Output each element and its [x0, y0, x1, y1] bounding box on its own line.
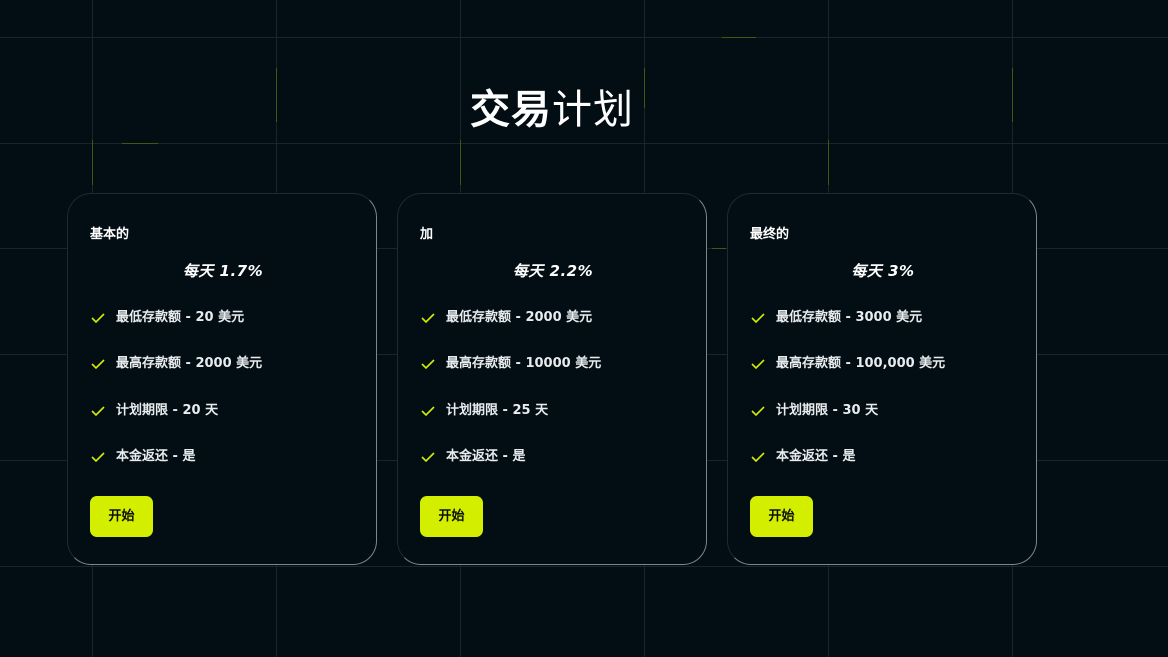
check-icon [751, 452, 765, 463]
plan-card-ultimate: 最终的 每天 3% 最低存款额 - 3000 美元 最高存款额 - 100,00… [727, 193, 1037, 565]
plan-card-plus: 加 每天 2.2% 最低存款额 - 2000 美元 最高存款额 - 10000 … [397, 193, 707, 565]
plan-feature-text: 本金返还 - 是 [446, 449, 526, 464]
grid-glow [460, 140, 461, 185]
grid-glow [92, 140, 93, 185]
plan-feature: 最高存款额 - 100,000 美元 [750, 354, 945, 374]
plan-feature: 最低存款额 - 2000 美元 [420, 308, 592, 328]
plan-feature-text: 本金返还 - 是 [776, 449, 856, 464]
grid-glow [1012, 68, 1013, 122]
check-icon [91, 452, 105, 463]
plan-feature: 最低存款额 - 20 美元 [90, 308, 244, 328]
plan-rate: 每天 3% [851, 262, 915, 280]
plan-feature: 最高存款额 - 10000 美元 [420, 354, 601, 374]
plan-feature: 计划期限 - 20 天 [90, 401, 218, 421]
plan-feature-text: 最低存款额 - 20 美元 [116, 310, 245, 325]
plan-feature-text: 最低存款额 - 3000 美元 [776, 310, 923, 325]
grid-line [0, 37, 1168, 38]
plan-rate: 每天 1.7% [182, 262, 264, 280]
page-title: 交易计划 [0, 82, 1104, 138]
plan-feature-text: 最高存款额 - 2000 美元 [116, 356, 263, 371]
plan-card-basic: 基本的 每天 1.7% 最低存款额 - 20 美元 最高存款额 - 2000 美… [67, 193, 377, 565]
start-button[interactable]: 开始 [750, 496, 813, 537]
grid-glow [722, 37, 756, 38]
plan-feature-text: 计划期限 - 30 天 [776, 403, 879, 418]
grid-glow [276, 68, 277, 122]
plan-feature-text: 计划期限 - 25 天 [446, 403, 549, 418]
check-icon [91, 313, 105, 324]
plan-feature: 本金返还 - 是 [750, 447, 855, 467]
plan-feature: 最高存款额 - 2000 美元 [90, 354, 262, 374]
check-icon [751, 359, 765, 370]
plan-feature-text: 本金返还 - 是 [116, 449, 196, 464]
grid-line [0, 566, 1168, 567]
check-icon [91, 406, 105, 417]
grid-glow [122, 143, 158, 144]
start-button[interactable]: 开始 [90, 496, 153, 537]
plan-feature-text: 最高存款额 - 10000 美元 [446, 356, 602, 371]
page-title-bold: 交易 [470, 87, 552, 133]
start-button[interactable]: 开始 [420, 496, 483, 537]
check-icon [91, 359, 105, 370]
plan-feature: 本金返还 - 是 [90, 447, 195, 467]
check-icon [751, 313, 765, 324]
plan-rate: 每天 2.2% [512, 262, 594, 280]
page-title-light: 计划 [552, 87, 634, 133]
plan-feature: 最低存款额 - 3000 美元 [750, 308, 922, 328]
check-icon [751, 406, 765, 417]
plan-name: 最终的 [750, 227, 790, 242]
check-icon [421, 406, 435, 417]
plan-feature: 计划期限 - 30 天 [750, 401, 878, 421]
plan-feature-text: 最低存款额 - 2000 美元 [446, 310, 593, 325]
grid-glow [644, 68, 645, 108]
plan-feature-text: 计划期限 - 20 天 [116, 403, 219, 418]
plan-feature: 计划期限 - 25 天 [420, 401, 548, 421]
plan-feature-text: 最高存款额 - 100,000 美元 [776, 356, 946, 371]
check-icon [421, 452, 435, 463]
grid-glow [828, 140, 829, 185]
grid-glow [712, 248, 726, 249]
plan-name: 基本的 [90, 227, 130, 242]
plan-feature: 本金返还 - 是 [420, 447, 525, 467]
check-icon [421, 313, 435, 324]
check-icon [421, 359, 435, 370]
plan-name: 加 [420, 227, 434, 242]
grid-line [0, 143, 1168, 144]
